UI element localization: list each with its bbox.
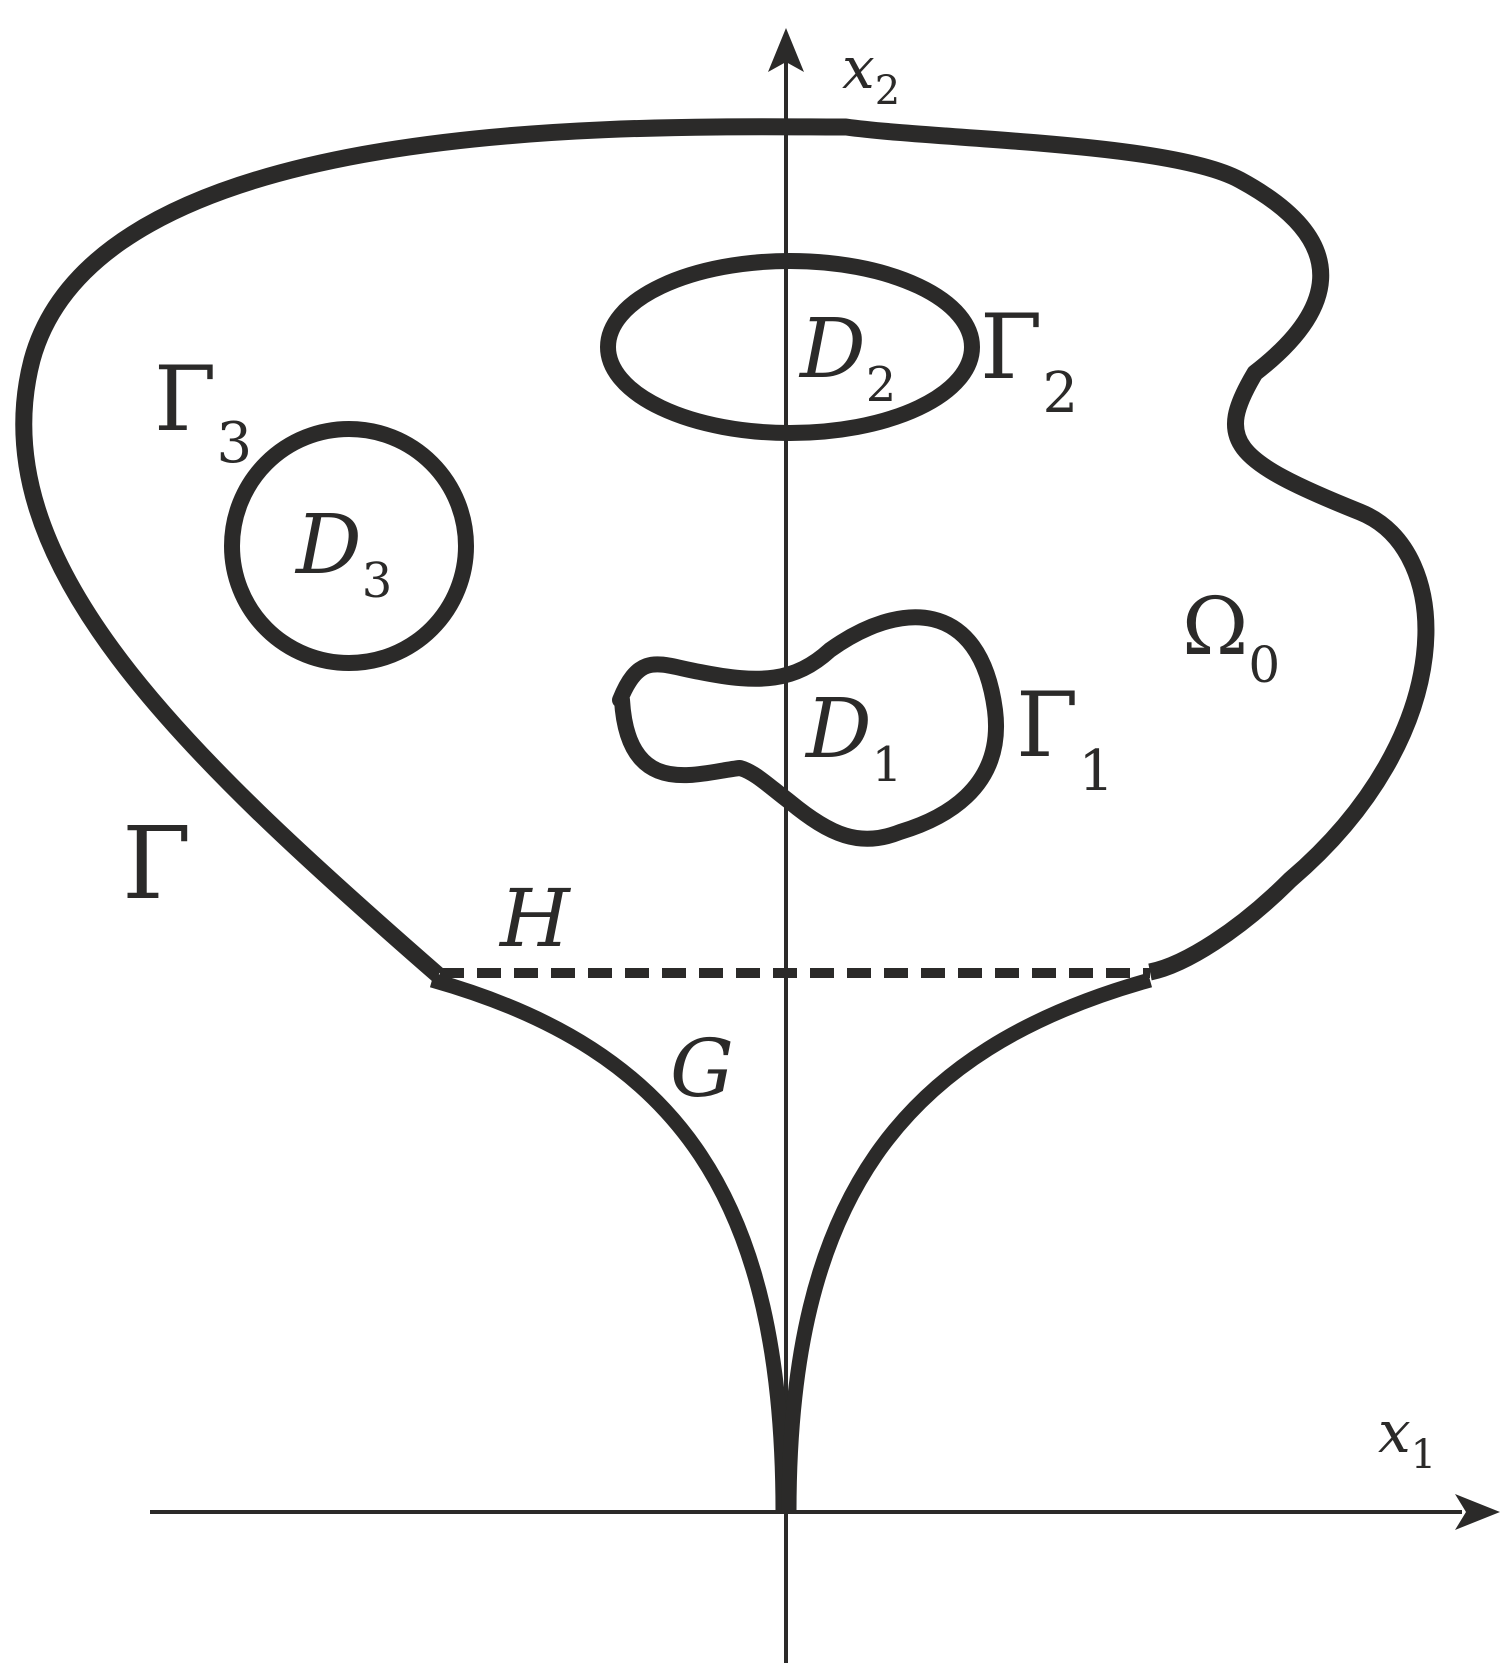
d1-sub: 1: [872, 737, 903, 793]
label-g: G: [670, 1022, 734, 1115]
inclusion-d2-boundary: [600, 253, 980, 441]
x2-axis-arrowhead: [768, 28, 804, 72]
gamma2-main: Γ: [980, 295, 1042, 400]
channel-left-wall: [429, 972, 791, 1513]
label-gamma2: Γ2: [980, 295, 1078, 426]
gamma1-sub: 1: [1078, 739, 1114, 804]
gamma3-main: Γ: [154, 347, 216, 452]
inclusion-d3-boundary: [224, 421, 474, 671]
d3-sub: 3: [362, 553, 393, 609]
gamma3-sub: 3: [216, 411, 252, 476]
outer-boundary-gamma: [15, 118, 1435, 982]
x1-axis-arrowhead: [1455, 1494, 1500, 1530]
x1-axis-label: x1: [1378, 1398, 1436, 1478]
x1-label-sub: 1: [1411, 1432, 1436, 1478]
label-d2: D2: [798, 302, 896, 413]
d3-main: D: [294, 498, 362, 593]
label-omega0: Ω0: [1182, 580, 1280, 694]
inclusion-d1-boundary: [612, 609, 1005, 847]
channel-right-wall: [781, 972, 1153, 1513]
x2-label-sub: 2: [875, 68, 900, 114]
omega0-main: Ω: [1182, 580, 1248, 673]
gamma2-sub: 2: [1042, 361, 1078, 426]
label-d1: D1: [804, 682, 902, 793]
label-gamma1: Γ1: [1016, 673, 1114, 804]
x1-label-main: x: [1378, 1398, 1411, 1466]
omega0-sub: 0: [1248, 636, 1280, 694]
d1-main: D: [804, 682, 872, 777]
d2-main: D: [798, 302, 866, 397]
x2-axis-label: x2: [842, 34, 900, 114]
x2-label-main: x: [842, 34, 875, 102]
label-d3: D3: [294, 498, 392, 609]
gamma1-main: Γ: [1016, 673, 1078, 778]
label-h: H: [498, 872, 572, 965]
coordinate-axes: [150, 28, 1500, 1663]
label-gamma3: Γ3: [154, 347, 252, 476]
d2-sub: 2: [866, 357, 897, 413]
label-gamma-outer: Γ: [122, 805, 191, 922]
